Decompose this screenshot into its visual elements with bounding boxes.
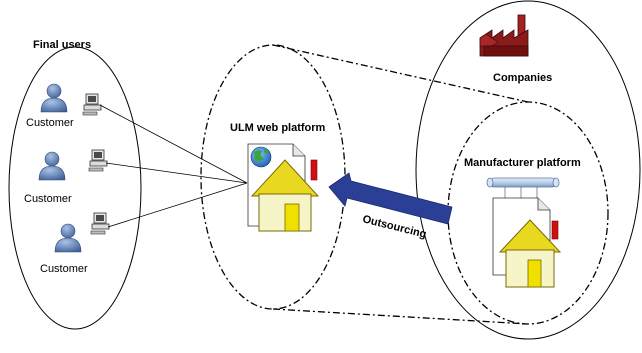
customer-1: Customer — [26, 83, 102, 129]
connection-line-1 — [99, 104, 248, 184]
manufacturer-house-icon — [492, 197, 562, 288]
projection-line-bottom — [272, 308, 529, 325]
projection-lines — [272, 44, 529, 325]
final-users-ellipse — [8, 46, 142, 330]
computer-icon — [90, 212, 110, 235]
outsourcing-label: Outsourcing — [361, 213, 427, 240]
computer-icon — [82, 93, 102, 116]
connection-line-3 — [107, 182, 248, 228]
projection-line-top — [272, 44, 529, 103]
customer-2: Customer — [24, 149, 108, 205]
factory-icon — [479, 14, 529, 57]
ulm-platform-label: ULM web platform — [230, 122, 326, 134]
connection-line-2 — [105, 162, 248, 184]
companies-label: Companies — [493, 72, 552, 84]
computer-icon — [88, 149, 108, 172]
manufacturer-platform-label: Manufacturer platform — [464, 157, 581, 169]
customer-label: Customer — [26, 117, 74, 129]
person-icon — [54, 223, 82, 253]
person-icon — [38, 151, 66, 181]
pipe-icon — [486, 177, 560, 198]
final-users-label: Final users — [33, 39, 91, 51]
customer-3: Customer — [40, 212, 110, 275]
connection-lines — [99, 104, 248, 228]
companies-ellipse — [415, 0, 641, 340]
outsourcing-arrow — [328, 172, 453, 225]
person-icon — [40, 83, 68, 113]
customer-label: Customer — [40, 263, 88, 275]
customer-label: Customer — [24, 193, 72, 205]
globe-icon — [250, 146, 272, 168]
